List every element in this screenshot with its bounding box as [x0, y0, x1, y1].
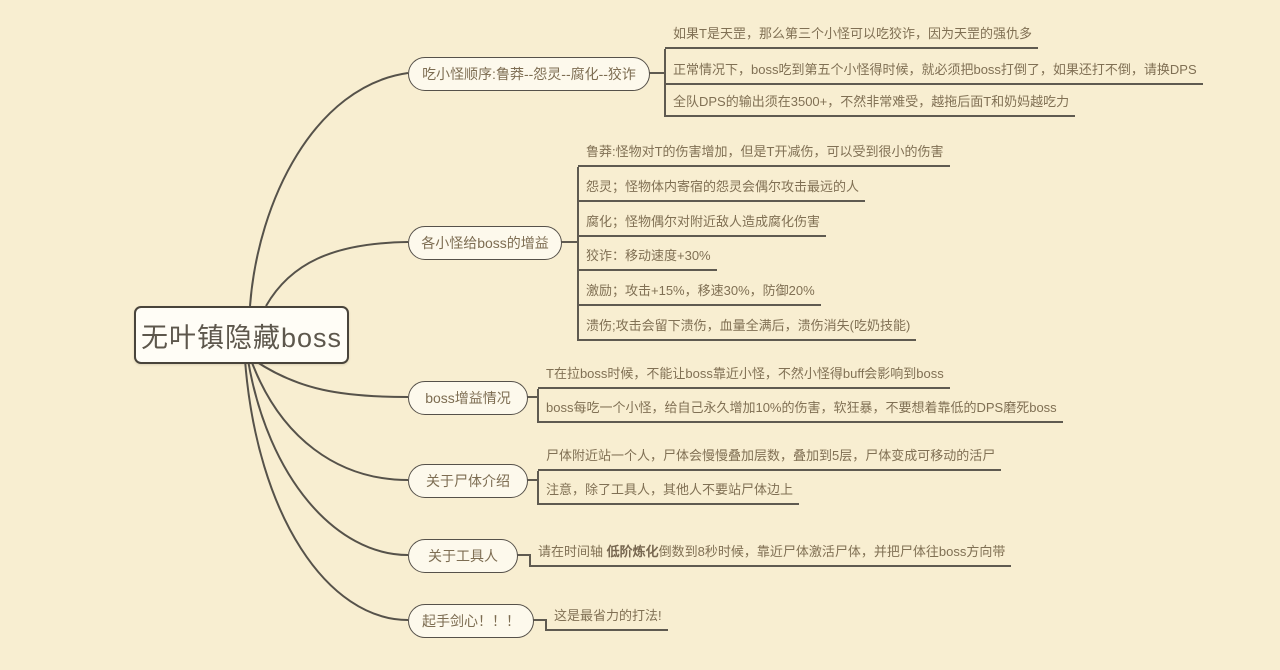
leaf-note[interactable]: 溃伤;攻击会留下溃伤，血量全满后，溃伤消失(吃奶技能) [578, 316, 917, 341]
elbow-corpse [526, 471, 539, 505]
elbow-boss-buff [526, 389, 539, 423]
leaf-note[interactable]: 激励；攻击+15%，移速30%，防御20% [578, 281, 821, 306]
branch-node-tool-player[interactable]: 关于工具人 [408, 539, 518, 573]
root-node-label: 无叶镇隐藏boss [140, 322, 343, 353]
leaf-note[interactable]: T在拉boss时候，不能让boss靠近小怪，不然小怪得buff会影响到boss [538, 364, 950, 389]
curve-branch-sword-heart [244, 359, 409, 621]
elbow-eat-order [648, 49, 666, 117]
leaf-text: 尸体附近站一个人，尸体会慢慢叠加层数，叠加到5层，尸体变成可移动的活尸 [546, 448, 996, 463]
root-branch-curves [244, 72, 409, 621]
leaf-text: 这是最省力的打法! [554, 608, 662, 623]
leaf-note[interactable]: 怨灵；怪物体内寄宿的怨灵会偶尔攻击最远的人 [578, 177, 866, 202]
branch-label: 关于尸体介绍 [426, 473, 510, 489]
leaf-note[interactable]: 全队DPS的输出须在3500+，不然非常难受，越拖后面T和奶妈越吃力 [665, 92, 1076, 117]
elbow-sword-heart [532, 619, 547, 631]
leaf-text: 如果T是天罡，那么第三个小怪可以吃狡诈，因为天罡的强仇多 [673, 26, 1032, 41]
leaf-note[interactable]: 这是最省力的打法! [546, 606, 668, 631]
branch-node-sword-heart[interactable]: 起手剑心！！！ [408, 604, 534, 638]
root-node[interactable]: 无叶镇隐藏boss [134, 306, 349, 364]
leaf-text: 激励；攻击+15%，移速30%，防御20% [586, 283, 815, 298]
leaf-text-post: 倒数到8秒时候，靠近尸体激活尸体，并把尸体往boss方向带 [658, 544, 1006, 559]
leaf-text: 鲁莽:怪物对T的伤害增加，但是T开减伤，可以受到很小的伤害 [586, 144, 944, 159]
branch-label: 各小怪给boss的增益 [421, 235, 549, 251]
leaf-note[interactable]: 注意，除了工具人，其他人不要站尸体边上 [538, 480, 800, 505]
leaf-text: T在拉boss时候，不能让boss靠近小怪，不然小怪得buff会影响到boss [546, 366, 944, 381]
leaf-text: boss每吃一个小怪，给自己永久增加10%的伤害，软狂暴，不要想着靠低的DPS磨… [546, 400, 1057, 415]
branch-node-boss-buff[interactable]: boss增益情况 [408, 381, 528, 415]
elbow-tool-player [516, 554, 531, 567]
branch-node-eat-order[interactable]: 吃小怪顺序:鲁莽--怨灵--腐化--狡诈 [408, 57, 650, 91]
branch-node-mob-buffs[interactable]: 各小怪给boss的增益 [408, 226, 562, 260]
leaf-text-pre: 请在时间轴 [538, 544, 607, 559]
branch-label: 关于工具人 [428, 548, 498, 564]
leaf-text-bold: 低阶炼化 [606, 544, 659, 559]
leaf-text: 注意，除了工具人，其他人不要站尸体边上 [546, 482, 794, 497]
leaf-text: 溃伤;攻击会留下溃伤，血量全满后，溃伤消失(吃奶技能) [586, 318, 911, 333]
curve-branch-mob-buffs [265, 241, 409, 307]
curve-branch-tool-player [247, 359, 409, 556]
leaf-text: 怨灵；怪物体内寄宿的怨灵会偶尔攻击最远的人 [586, 179, 860, 194]
leaf-note[interactable]: 狡诈：移动速度+30% [578, 246, 717, 271]
branch-node-corpse[interactable]: 关于尸体介绍 [408, 464, 528, 498]
curve-branch-eat-order [249, 72, 409, 307]
leaf-note[interactable]: 正常情况下，boss吃到第五个小怪得时候，就必须把boss打倒了，如果还打不倒，… [665, 60, 1203, 85]
leaf-note[interactable]: 尸体附近站一个人，尸体会慢慢叠加层数，叠加到5层，尸体变成可移动的活尸 [538, 446, 1002, 471]
branch-label: boss增益情况 [425, 390, 511, 406]
leaf-note[interactable]: 请在时间轴 低阶炼化倒数到8秒时候，靠近尸体激活尸体，并把尸体往boss方向带 [530, 542, 1012, 567]
leaf-note[interactable]: 如果T是天罡，那么第三个小怪可以吃狡诈，因为天罡的强仇多 [665, 24, 1038, 49]
branch-label: 吃小怪顺序:鲁莽--怨灵--腐化--狡诈 [422, 66, 636, 82]
leaf-text: 腐化；怪物偶尔对附近敌人造成腐化伤害 [586, 214, 821, 229]
branch-label: 起手剑心！！！ [422, 613, 520, 629]
leaf-text: 狡诈：移动速度+30% [586, 248, 711, 263]
curve-branch-corpse [250, 359, 409, 481]
leaf-note[interactable]: 鲁莽:怪物对T的伤害增加，但是T开减伤，可以受到很小的伤害 [578, 142, 950, 167]
leaf-note[interactable]: boss每吃一个小怪，给自己永久增加10%的伤害，软狂暴，不要想着靠低的DPS磨… [538, 398, 1063, 423]
curve-branch-boss-buff [253, 359, 409, 398]
child-connector-elbows [516, 49, 666, 631]
leaf-text: 全队DPS的输出须在3500+，不然非常难受，越拖后面T和奶妈越吃力 [673, 94, 1070, 109]
elbow-mob-buffs [560, 167, 579, 341]
leaf-text: 正常情况下，boss吃到第五个小怪得时候，就必须把boss打倒了，如果还打不倒，… [673, 62, 1197, 77]
leaf-note[interactable]: 腐化；怪物偶尔对附近敌人造成腐化伤害 [578, 212, 827, 237]
